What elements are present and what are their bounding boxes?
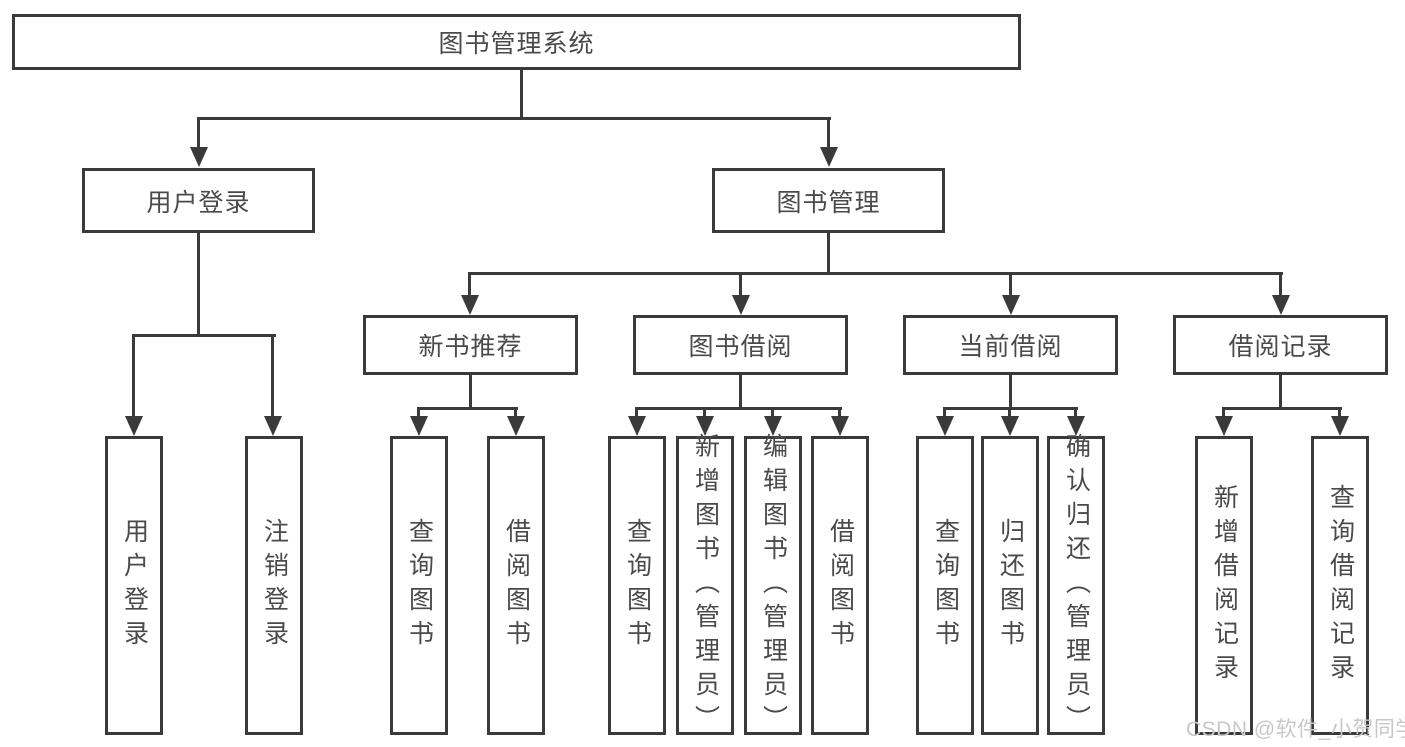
node-book-borrow: 图书借阅 [633,315,848,375]
connector-book-mgmt-shaft [827,117,830,149]
leaf-query-borrow-record: 查询借阅记录 [1311,436,1369,735]
connector-shaft [635,407,638,420]
leaf-label: 新增借阅记录 [1210,483,1239,688]
connector-shaft [417,407,420,420]
arrow-down-icon [461,295,479,315]
node-user-login-label: 用户登录 [146,188,251,217]
arrow-down-icon [820,147,838,167]
leaf-label: 借阅图书 [502,517,531,654]
arrow-down-icon [410,416,428,436]
leaf-query-books: 查询图书 [390,436,448,735]
connector-vline [1009,375,1012,410]
connector-shaft [1009,272,1012,297]
connector-shaft [1074,407,1077,420]
leaf-return-books: 归还图书 [981,436,1039,735]
arrow-down-icon [264,416,282,436]
connector-level3-hline [469,272,1283,275]
connector-user-login-shaft [197,117,200,149]
leaf-label: 注销登录 [260,517,289,654]
leaf-add-borrow-record: 新增借阅记录 [1195,436,1253,735]
node-new-book-recommend: 新书推荐 [363,315,578,375]
node-current-borrow: 当前借阅 [903,315,1118,375]
connector-shaft [514,407,517,420]
arrow-down-icon [831,416,849,436]
root-node-library-management-system: 图书管理系统 [12,14,1021,70]
node-new-book-recommend-label: 新书推荐 [418,333,523,361]
connector-vline [197,233,200,337]
leaf-add-book-admin: 新增图书（管理员） [676,433,734,739]
node-book-borrow-label: 图书借阅 [688,333,793,361]
connector-shaft [771,407,774,420]
arrow-down-icon [1331,416,1349,436]
node-book-management: 图书管理 [712,168,945,233]
leaf-query-books: 查询图书 [916,436,974,735]
leaf-edit-book-admin: 编辑图书（管理员） [744,433,802,739]
node-book-management-label: 图书管理 [776,188,881,217]
connector-hline [635,407,842,410]
leaf-label: 查询图书 [405,517,434,654]
connector-shaft [132,334,135,416]
arrow-down-icon [732,295,750,315]
node-user-login: 用户登录 [82,168,315,233]
arrow-down-icon [125,416,143,436]
leaf-confirm-return-admin: 确认归还（管理员） [1047,433,1105,739]
connector-shaft [1008,407,1011,420]
arrow-down-icon [696,416,714,436]
leaf-borrow-books: 借阅图书 [487,436,545,735]
node-borrow-record: 借阅记录 [1173,315,1388,375]
leaf-label: 编辑图书（管理员） [759,432,788,739]
leaf-label: 查询图书 [931,517,960,654]
arrow-down-icon [1001,416,1019,436]
connector-hline [417,407,518,410]
arrow-down-icon [190,147,208,167]
leaf-label: 用户登录 [120,517,149,654]
leaf-label: 查询图书 [623,517,652,654]
node-borrow-record-label: 借阅记录 [1228,333,1333,361]
connector-shaft [703,407,706,420]
leaf-logout: 注销登录 [245,436,303,735]
arrow-down-icon [628,416,646,436]
arrow-down-icon [1215,416,1233,436]
connector-shaft [1222,407,1225,420]
leaf-user-login: 用户登录 [105,436,163,735]
connector-shaft [1279,272,1282,297]
connector-shaft [739,272,742,297]
leaf-label: 新增图书（管理员） [691,432,720,739]
connector-hline [133,334,276,337]
connector-level2-hline [197,117,831,120]
root-node-label: 图书管理系统 [438,30,595,58]
arrow-down-icon [507,416,525,436]
connector-vline [827,233,830,275]
leaf-label: 查询借阅记录 [1326,483,1355,688]
arrow-down-icon [764,416,782,436]
arrow-down-icon [1067,416,1085,436]
connector-shaft [468,272,471,297]
leaf-label: 归还图书 [996,517,1025,654]
node-current-borrow-label: 当前借阅 [958,333,1063,361]
connector-shaft [271,334,274,416]
arrow-down-icon [1002,295,1020,315]
leaf-borrow-books: 借阅图书 [811,436,869,735]
watermark: CSDN @软件_小贺同学 [1186,718,1405,741]
connector-root-vline [520,67,523,120]
connector-vline [739,375,742,410]
arrow-down-icon [1272,295,1290,315]
leaf-label: 确认归还（管理员） [1062,432,1091,739]
connector-shaft [943,407,946,420]
leaf-label: 借阅图书 [826,517,855,654]
connector-shaft [838,407,841,420]
connector-hline [1222,407,1342,410]
connector-vline [469,375,472,410]
connector-shaft [1338,407,1341,420]
leaf-query-books: 查询图书 [608,436,666,735]
arrow-down-icon [936,416,954,436]
connector-vline [1279,375,1282,410]
